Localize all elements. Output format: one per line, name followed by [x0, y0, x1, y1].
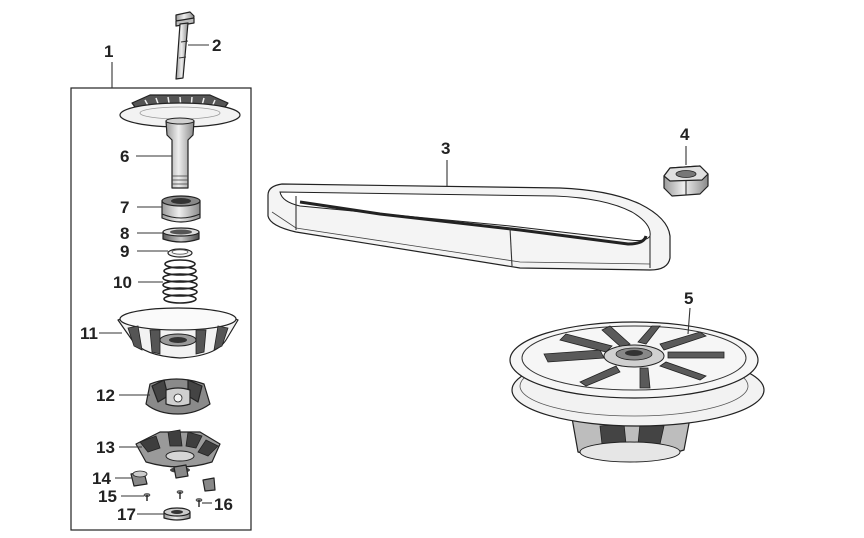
- callout-17: 17: [117, 505, 136, 524]
- hex-nut-part: [663, 165, 709, 197]
- callout-15: 15: [98, 487, 117, 506]
- callout-14: 14: [92, 469, 111, 488]
- roller-part: [130, 464, 216, 492]
- callout-16: 16: [214, 495, 233, 514]
- bushing-part: [161, 195, 201, 223]
- driven-pulley-part: [509, 321, 765, 463]
- callout-7: 7: [120, 198, 129, 217]
- callout-13: 13: [96, 438, 115, 457]
- callout-4: 4: [680, 125, 690, 144]
- callout-3: 3: [441, 139, 450, 158]
- roller-cam-base-part: [135, 429, 221, 473]
- bolt-part: [175, 11, 195, 80]
- fixed-sheave-part: [119, 94, 241, 189]
- callout-10: 10: [113, 273, 132, 292]
- seal-ring-part: [162, 227, 200, 243]
- screw-part: [143, 490, 203, 507]
- thin-ring-part: [167, 248, 193, 258]
- spring-part: [162, 259, 198, 304]
- callout-2: 2: [212, 36, 221, 55]
- movable-sheave-part: [117, 307, 239, 359]
- nut-part: [163, 507, 191, 521]
- assembly-group-box: [70, 62, 252, 531]
- drive-belt-part: [267, 183, 671, 271]
- callout-1: 1: [104, 42, 113, 61]
- callout-12: 12: [96, 386, 115, 405]
- callout-11: 11: [80, 324, 98, 343]
- callout-6: 6: [120, 147, 129, 166]
- callout-9: 9: [120, 242, 129, 261]
- callout-5: 5: [684, 289, 693, 308]
- spider-cam-part: [145, 378, 211, 415]
- callout-8: 8: [120, 224, 129, 243]
